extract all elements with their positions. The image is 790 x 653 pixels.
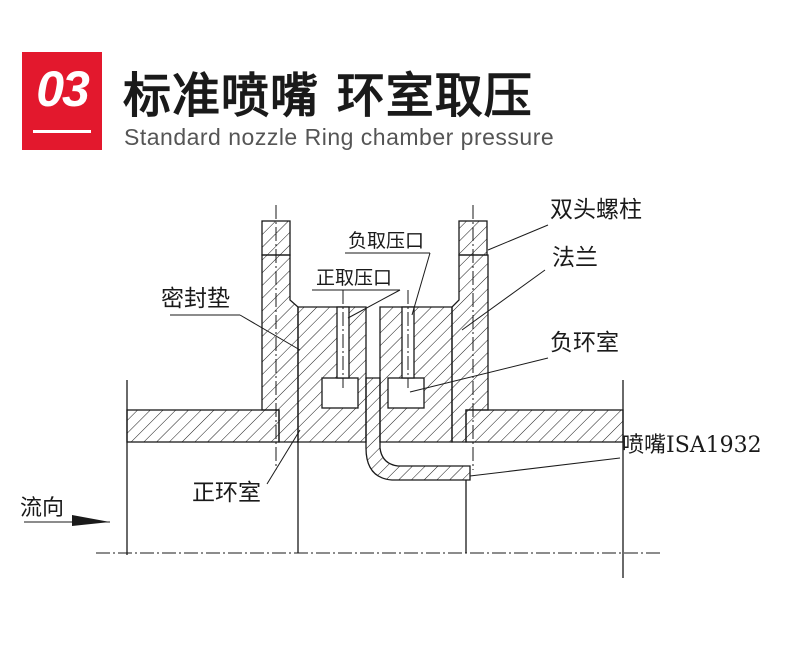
label-nozzle: 喷嘴ISA1932	[622, 433, 762, 458]
badge-underline	[33, 130, 91, 133]
leader-neg-chamber	[409, 357, 549, 393]
label-flow-direction: 流向	[20, 496, 64, 521]
label-stud-bolt: 双头螺柱	[550, 197, 642, 223]
flow-arrow	[24, 515, 110, 526]
leader-neg-port	[411, 252, 431, 316]
leader-gasket	[239, 314, 301, 351]
label-negative-chamber: 负环室	[550, 330, 619, 356]
section-number-badge: 03	[22, 52, 102, 150]
leader-pos-chamber	[266, 429, 301, 485]
ring-chamber-right	[379, 306, 453, 443]
label-negative-port: 负取压口	[348, 230, 424, 252]
label-positive-chamber: 正环室	[192, 480, 261, 506]
label-flange: 法兰	[552, 245, 598, 271]
ring-chamber-left	[297, 306, 367, 443]
negative-chamber-cavity	[387, 377, 425, 409]
section-number: 03	[36, 61, 90, 117]
pipe-wall-left	[126, 409, 280, 443]
leader-stud-bolt	[487, 224, 549, 251]
page-subtitle: Standard nozzle Ring chamber pressure	[124, 124, 555, 150]
nozzle-body	[365, 377, 471, 481]
positive-chamber-cavity	[321, 377, 359, 409]
leader-nozzle	[469, 457, 621, 477]
label-positive-port: 正取压口	[316, 267, 392, 289]
pipe-wall-right	[465, 409, 624, 443]
label-gasket: 密封垫	[161, 286, 230, 312]
page-title: 标准喷嘴 环室取压	[123, 68, 533, 124]
leader-pos-port	[347, 289, 401, 319]
leader-flange	[461, 269, 546, 331]
